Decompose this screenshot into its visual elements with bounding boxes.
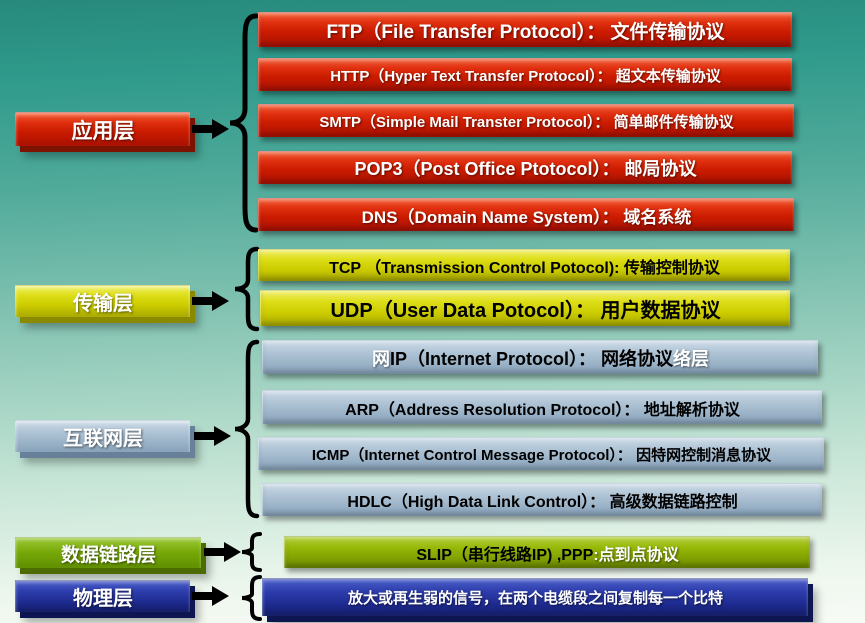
- brace-icon-transport: [234, 246, 260, 332]
- protocol-box-icmp-text: ICMP（Internet Control Message Protocol）：…: [311, 446, 772, 464]
- layer-label-transport-text: 传输层: [73, 293, 133, 315]
- protocol-box-arp-text: ARP（Address Resolution Protocol）： 地址解析协议: [345, 401, 740, 419]
- protocol-box-icmp: ICMP（Internet Control Message Protocol）：…: [258, 437, 824, 470]
- protocol-box-http-text: HTTP（Hyper Text Transfer Protocol）： 超文本传…: [330, 67, 721, 85]
- arrow-right-icon-internet: [194, 426, 231, 446]
- arrow-right-icon-transport: [192, 291, 229, 311]
- protocol-box-pop3: POP3（Post Office Ptotocol）： 邮局协议: [258, 151, 792, 184]
- protocol-box-pop3-text: POP3（Post Office Ptotocol）： 邮局协议: [354, 159, 697, 179]
- brace-icon-internet: [234, 339, 260, 519]
- protocol-box-slip-suffix: :点到点协议: [593, 546, 679, 564]
- layer-label-physical-text: 物理层: [73, 588, 133, 610]
- protocol-box-ftp: FTP（File Transfer Protocol）： 文件传输协议: [258, 12, 792, 47]
- protocol-box-tcp: TCP （Transmission Control Potocol): 传输控制…: [258, 249, 790, 281]
- protocol-box-tcp-text: TCP （Transmission Control Potocol): 传输控制…: [329, 259, 720, 277]
- arrow-right-icon-application: [192, 119, 229, 139]
- protocol-box-physical-desc-text: 放大或再生弱的信号，在两个电缆段之间复制每一个比特: [347, 590, 723, 607]
- protocol-box-ftp-text: FTP（File Transfer Protocol）： 文件传输协议: [326, 21, 725, 43]
- protocol-box-smtp-text: SMTP（Simple Mail Transter Protocol）： 简单邮…: [319, 113, 734, 131]
- protocol-box-ip-overlap-left: 网: [371, 348, 390, 369]
- protocol-box-udp-text: UDP（User Data Potocol）： 用户数据协议: [330, 300, 721, 322]
- arrow-right-icon-physical: [192, 586, 229, 606]
- brace-icon-physical: [241, 575, 262, 621]
- protocol-box-hdlc-text: HDLC（High Data Link Control）： 高级数据链路控制: [347, 494, 738, 511]
- layer-label-application-text: 应用层: [71, 119, 135, 143]
- layer-label-internet-text: 互联网层: [63, 428, 143, 450]
- layer-label-internet: 互联网层: [15, 420, 190, 452]
- layer-label-datalink-text: 数据链路层: [60, 544, 156, 566]
- layer-label-datalink: 数据链路层: [15, 537, 201, 568]
- protocol-box-smtp: SMTP（Simple Mail Transter Protocol）： 简单邮…: [258, 104, 794, 137]
- protocol-box-ip-text: IP（Internet Protocol）： 网络协议: [389, 348, 674, 369]
- protocol-box-dns-text: DNS（Domain Name System）： 域名系统: [361, 207, 692, 227]
- protocol-box-slip-text: SLIP（串行线路IP) ,PPP: [416, 546, 594, 564]
- protocol-box-physical-desc: 放大或再生弱的信号，在两个电缆段之间复制每一个比特: [262, 578, 808, 616]
- brace-icon-application: [229, 13, 259, 233]
- protocol-box-slip-ppp: SLIP（串行线路IP) ,PPP :点到点协议: [284, 536, 810, 568]
- layer-label-physical: 物理层: [15, 580, 190, 612]
- arrow-right-icon-datalink: [204, 542, 241, 562]
- layer-label-transport: 传输层: [15, 285, 190, 317]
- protocol-box-http: HTTP（Hyper Text Transfer Protocol）： 超文本传…: [258, 58, 792, 91]
- brace-icon-datalink: [241, 532, 262, 572]
- protocol-box-hdlc: HDLC（High Data Link Control）： 高级数据链路控制: [262, 483, 822, 516]
- protocol-box-udp: UDP（User Data Potocol）： 用户数据协议: [260, 290, 790, 326]
- protocol-box-ip-overlap-right: 络层: [673, 348, 710, 369]
- layer-label-application: 应用层: [15, 112, 190, 146]
- protocol-box-arp: ARP（Address Resolution Protocol）： 地址解析协议: [262, 390, 822, 424]
- protocol-box-dns: DNS（Domain Name System）： 域名系统: [258, 198, 794, 231]
